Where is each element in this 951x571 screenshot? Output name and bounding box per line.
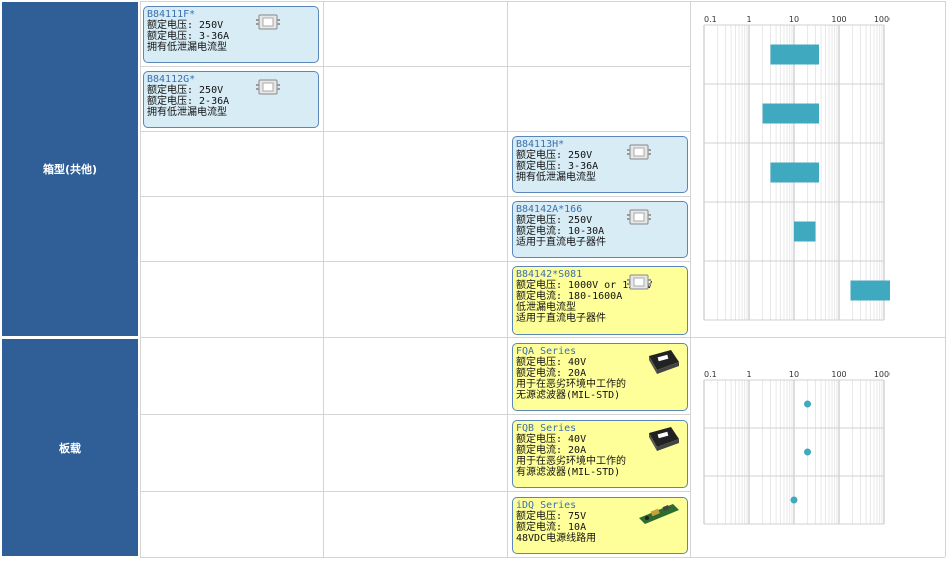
data-point [804, 400, 812, 408]
tick-label: 10 [789, 370, 799, 379]
data-point [790, 496, 798, 504]
product-spec-line: 额定电压: 3-36A [147, 31, 230, 42]
category-box-type: 箱型(共他) [2, 2, 138, 336]
current-range-chart: 0.1 1 10 100 1000 [694, 10, 890, 322]
tick-label: 0.1 [704, 370, 717, 379]
product-spec-line: 额定电压: 250V [516, 150, 593, 161]
product-spec-line: 适用于直流电子器件 [516, 313, 606, 324]
category-board-mount: 板载 [2, 339, 138, 556]
black-filter-icon [645, 425, 681, 456]
data-point [804, 448, 812, 456]
tick-label: 100 [831, 370, 846, 379]
product-spec-line: 额定电流: 20A [516, 445, 587, 456]
tick-label: 100 [831, 15, 846, 24]
range-bar [850, 280, 890, 301]
product-spec-line: 无源滤波器(MIL-STD) [516, 390, 621, 401]
product-spec-line: 用于在恶劣环境中工作的 [516, 456, 626, 467]
product-spec-line: 额定电压: 40V [516, 357, 587, 368]
product-title[interactable]: B84113H* [516, 139, 565, 150]
product-spec-line: 额定电压: 2-36A [147, 96, 230, 107]
current-point-chart: 0.1 1 10 100 1000 [694, 366, 890, 526]
product-title[interactable]: B84112G* [147, 74, 196, 85]
product-spec-line: 额定电压: 1000V or 1500V [516, 280, 653, 291]
product-spec-line: 额定电流: 10-30A [516, 226, 605, 237]
filter-module-icon [256, 11, 280, 36]
product-spec-line: 额定电流: 180-1600A [516, 291, 623, 302]
range-bar [770, 44, 820, 65]
product-spec-line: 48VDC电源线路用 [516, 533, 597, 544]
product-title[interactable]: B84142A*166 [516, 204, 583, 215]
filter-module-icon [627, 271, 651, 296]
product-spec-line: 额定电压: 3-36A [516, 161, 599, 172]
filter-module-icon [627, 206, 651, 231]
tick-label: 0.1 [704, 15, 717, 24]
product-title[interactable]: iDQ Series [516, 500, 577, 511]
product-spec-line: 额定电压: 250V [147, 85, 224, 96]
filter-module-icon [256, 76, 280, 101]
product-spec-line: 拥有低泄漏电流型 [147, 107, 227, 118]
product-spec-line: 拥有低泄漏电流型 [516, 172, 596, 183]
product-spec-line: 额定电压: 40V [516, 434, 587, 445]
product-spec-line: 拥有低泄漏电流型 [147, 42, 227, 53]
product-spec-line: 额定电压: 250V [147, 20, 224, 31]
range-bar [770, 162, 820, 183]
category-label: 板载 [59, 441, 81, 455]
product-spec-line: 额定电流: 10A [516, 522, 587, 533]
product-title[interactable]: B84142*S081 [516, 269, 583, 280]
product-title[interactable]: FQA Series [516, 346, 577, 357]
tick-label: 1 [746, 15, 751, 24]
product-spec-line: 用于在恶劣环境中工作的 [516, 379, 626, 390]
range-bar [794, 221, 816, 242]
filter-module-icon [627, 141, 651, 166]
product-title[interactable]: FQB Series [516, 423, 577, 434]
product-spec-line: 有源滤波器(MIL-STD) [516, 467, 621, 478]
tick-label: 1 [746, 370, 751, 379]
tick-label: 1000 [874, 370, 890, 379]
product-spec-line: 额定电压: 250V [516, 215, 593, 226]
product-spec-line: 额定电流: 20A [516, 368, 587, 379]
product-title[interactable]: B84111F* [147, 9, 196, 20]
black-filter-icon [645, 348, 681, 379]
pcb-module-icon [637, 502, 681, 529]
category-label: 箱型(共他) [42, 163, 98, 176]
range-bar [762, 103, 820, 124]
product-spec-line: 额定电压: 75V [516, 511, 587, 522]
tick-label: 10 [789, 15, 799, 24]
product-spec-line: 低泄漏电流型 [516, 302, 576, 313]
product-spec-line: 适用于直流电子器件 [516, 237, 606, 248]
tick-label: 1000 [874, 15, 890, 24]
